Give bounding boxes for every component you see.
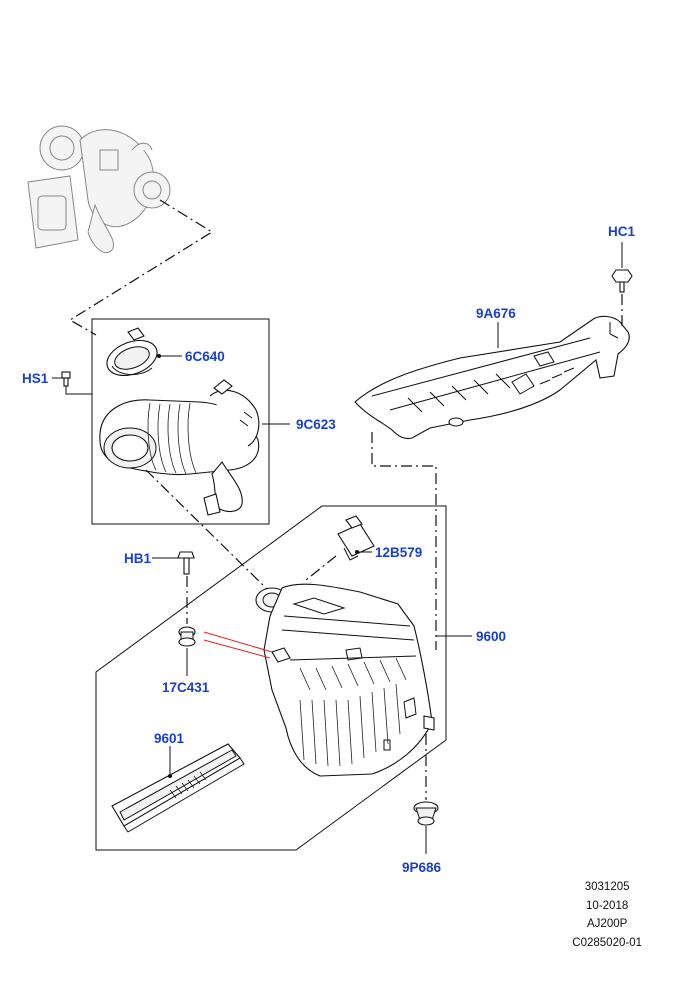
bolt-hb1-illustration	[177, 551, 195, 575]
leader-red-2	[203, 639, 271, 659]
hose-to-airbox-dashline	[145, 469, 269, 591]
callout-9c623[interactable]: 9C623	[296, 417, 336, 432]
callout-9p686[interactable]: 9P686	[402, 860, 442, 875]
callout-9a676[interactable]: 9A676	[476, 306, 516, 321]
grommet-17c431-illustration	[178, 626, 196, 647]
air-filter-9601-illustration	[111, 743, 245, 833]
engine-code: AJ200P	[587, 918, 628, 930]
bracket-to-airbox-dashline	[371, 432, 437, 650]
bracket-9a676-illustration	[354, 315, 630, 440]
bolt-hc1-illustration	[611, 269, 633, 293]
callout-hs1[interactable]: HS1	[22, 371, 49, 386]
grommet-9p686-illustration	[413, 801, 439, 826]
callout-9601[interactable]: 9601	[154, 731, 185, 746]
air-cleaner-9600-illustration	[255, 583, 435, 777]
air-cleaner-frame	[95, 505, 447, 851]
clamp-6c640-illustration	[106, 327, 158, 377]
intake-hose-9c623-illustration	[99, 379, 260, 516]
bolt-hs1-illustration	[61, 371, 71, 387]
callout-hc1[interactable]: HC1	[608, 224, 635, 239]
leader-hs1	[52, 377, 92, 395]
turbo-to-hose-dashline	[68, 199, 214, 336]
callout-6c640[interactable]: 6C640	[185, 349, 225, 364]
turbocharger-illustration	[27, 125, 171, 254]
reference-number: 3031205	[584, 881, 630, 893]
callout-hb1[interactable]: HB1	[124, 551, 151, 566]
sensor-to-airbox-dashline	[305, 555, 337, 581]
sensor-12b579-illustration	[337, 515, 375, 561]
hose-assembly-frame	[91, 318, 270, 525]
callout-9600[interactable]: 9600	[476, 629, 506, 644]
callout-12b579[interactable]: 12B579	[375, 545, 422, 560]
illustration-code: C0285020-01	[572, 936, 642, 949]
reference-date: 10-2018	[586, 899, 629, 912]
leader-red-1	[203, 631, 273, 653]
callout-17c431[interactable]: 17C431	[162, 680, 210, 695]
diagram-reference-block: 3031205 10-2018 AJ200P C0285020-01	[572, 878, 642, 952]
